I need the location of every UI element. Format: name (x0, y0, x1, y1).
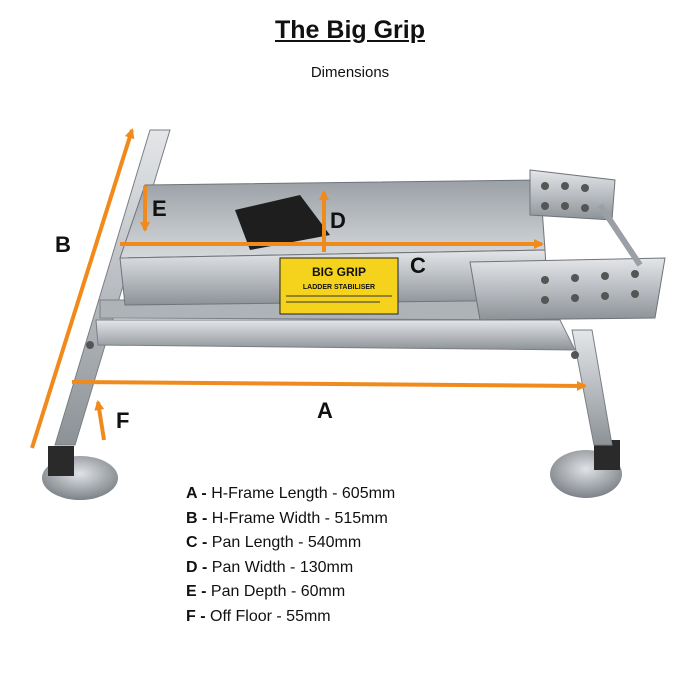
dimension-row-e: E - Pan Depth - 60mm (186, 583, 346, 600)
dimension-row-f: F - Off Floor - 55mm (186, 607, 331, 625)
foot-right (550, 440, 622, 498)
ladder-brackets (469, 169, 666, 321)
page-title: The Big Grip (275, 16, 425, 44)
dimension-arrows (30, 128, 587, 449)
sticker-title: BIG GRIP (312, 265, 366, 279)
dimension-row-c: C - Pan Length - 540mm (186, 534, 362, 551)
dimensions-list: A - H-Frame Length - 605mm B - H-Frame W… (186, 482, 395, 629)
product-photo: BIG GRIP LADDER STABILISER (30, 128, 666, 500)
label-a: A (317, 398, 333, 423)
sticker-subtitle: LADDER STABILISER (303, 284, 375, 291)
dimension-row-d: D - Pan Width - 130mm (186, 558, 354, 576)
label-d: D (330, 208, 346, 233)
label-f: F (116, 408, 130, 433)
arrow-f (94, 400, 106, 441)
dimension-row-b: B - H-Frame Width - 515mm (186, 509, 388, 527)
foot-left (42, 446, 118, 500)
label-c: C (410, 253, 426, 278)
dimension-row-a: A - H-Frame Length - 605mm (186, 485, 396, 502)
label-e: E (152, 196, 167, 221)
arrow-b (30, 128, 135, 449)
label-b: B (55, 232, 71, 257)
arrow-a (71, 380, 587, 391)
warning-sticker: BIG GRIP LADDER STABILISER (279, 257, 399, 315)
page-subtitle: Dimensions (310, 64, 390, 81)
